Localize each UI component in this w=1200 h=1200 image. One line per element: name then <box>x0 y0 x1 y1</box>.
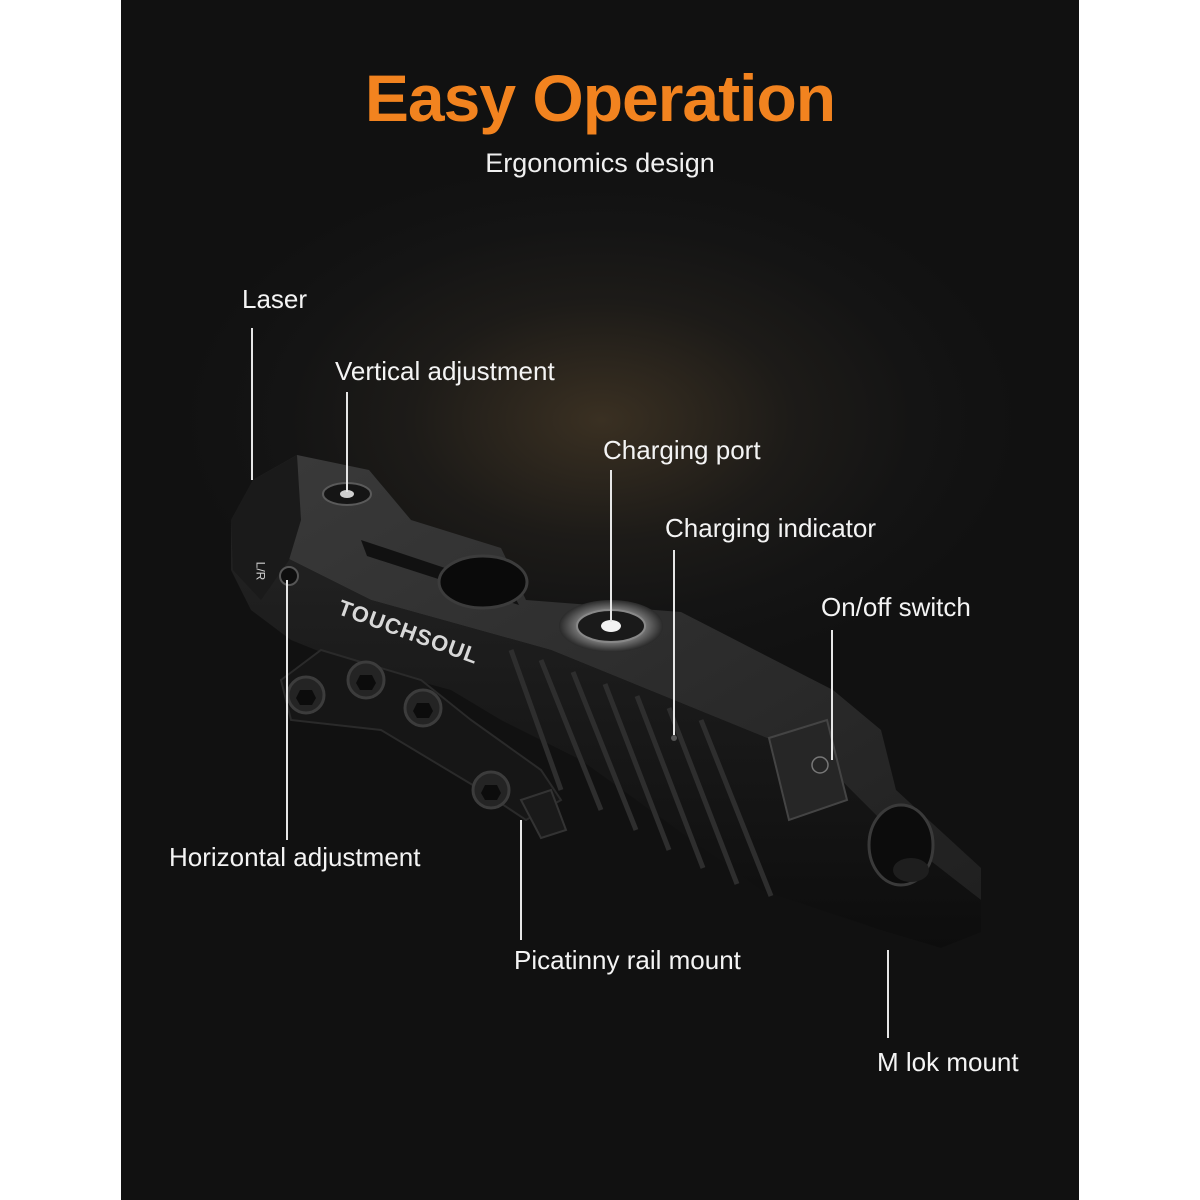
leader-vertical-adjustment <box>346 392 348 492</box>
callout-charging-indicator: Charging indicator <box>665 513 877 543</box>
side-fins <box>508 649 774 897</box>
leader-laser <box>251 328 253 480</box>
product-feature-panel: Easy Operation Ergonomics design <box>121 0 1079 1200</box>
device-side-face <box>231 480 981 948</box>
housing-marking: L/R <box>253 561 268 581</box>
laser-aperture <box>279 566 299 586</box>
callout-m-lok-mount: M lok mount <box>877 1047 1019 1077</box>
callout-on-off-switch: On/off switch <box>821 592 971 622</box>
page-subtitle: Ergonomics design <box>485 148 715 178</box>
leader-horizontal-adjustment <box>286 580 288 840</box>
center-bore-hole <box>437 554 529 610</box>
callout-charging-port: Charging port <box>603 435 761 465</box>
leader-m-lok-mount <box>887 950 889 1038</box>
rail-clamp <box>519 788 568 840</box>
callout-horizontal-adjustment: Horizontal adjustment <box>169 842 421 872</box>
charging-indicator-led <box>671 735 677 741</box>
on-off-switch-pad <box>767 718 849 822</box>
laser-sight-device-illustration <box>231 455 981 948</box>
leader-picatinny-rail-mount <box>520 820 522 940</box>
leader-charging-port <box>610 470 612 622</box>
leader-charging-indicator <box>673 550 675 735</box>
callout-picatinny-rail-mount: Picatinny rail mount <box>514 945 741 975</box>
callout-laser: Laser <box>242 284 308 314</box>
page-title: Easy Operation <box>364 61 836 135</box>
device-front-face <box>231 455 301 600</box>
leader-on-off-switch <box>831 630 833 760</box>
callout-vertical-adjustment: Vertical adjustment <box>335 356 555 386</box>
